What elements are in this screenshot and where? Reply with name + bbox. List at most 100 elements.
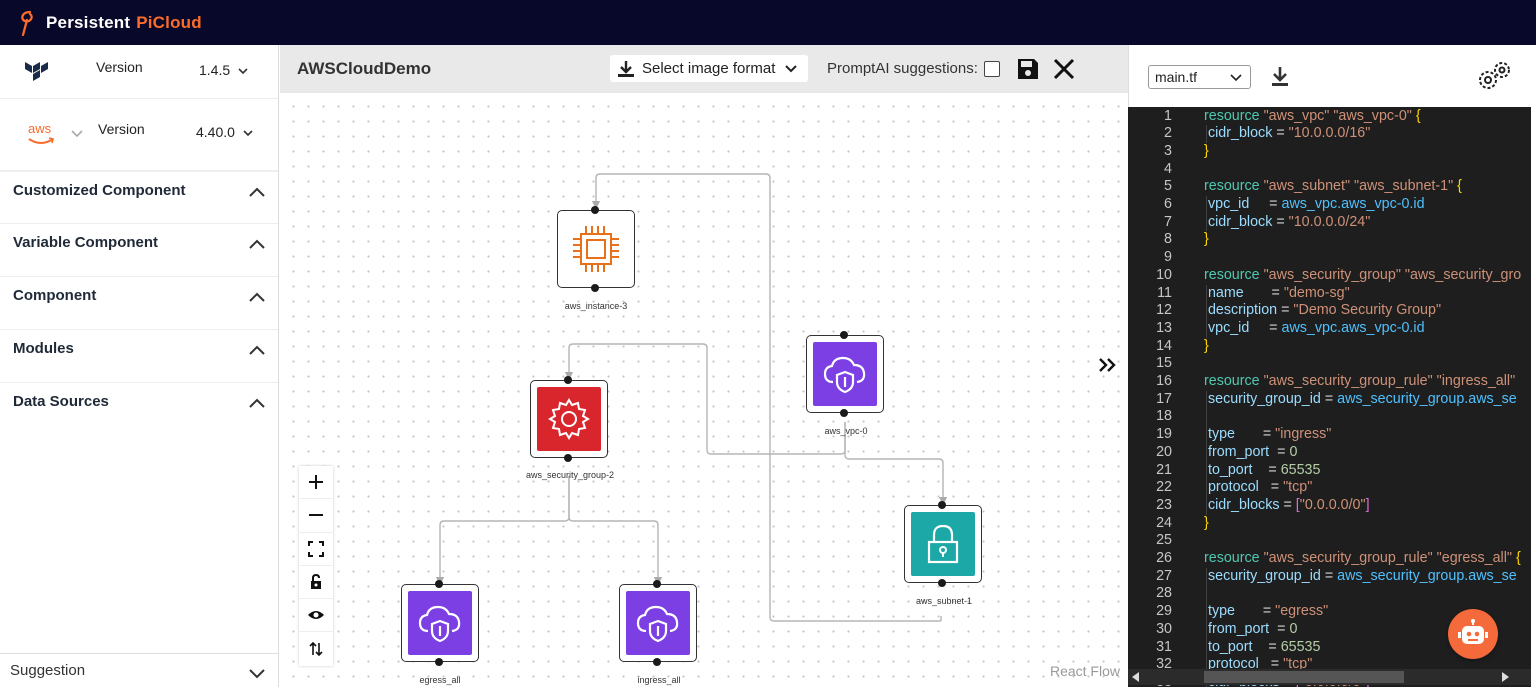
code-text: } — [1204, 231, 1209, 249]
provider-row-aws: aws Version 4.40.0 — [0, 99, 278, 171]
node-handle[interactable] — [564, 376, 572, 384]
node-handle[interactable] — [435, 658, 443, 666]
code-line[interactable]: 21 to_port = 65535 — [1128, 462, 1531, 480]
code-line[interactable]: 11 name = "demo-sg" — [1128, 285, 1531, 303]
preview-button[interactable] — [299, 599, 333, 633]
scroll-thumb[interactable] — [1204, 671, 1404, 683]
section-component[interactable]: Component — [0, 277, 278, 330]
swap-vertical-icon — [309, 641, 323, 657]
code-line[interactable]: 29 type = "egress" — [1128, 603, 1531, 621]
code-line[interactable]: 7 cidr_block = "10.0.0.0/24" — [1128, 214, 1531, 232]
section-variable-component[interactable]: Variable Component — [0, 224, 278, 277]
code-text: to_port = 65535 — [1204, 639, 1321, 657]
code-line[interactable]: 24} — [1128, 515, 1531, 533]
code-line[interactable]: 15 — [1128, 355, 1531, 373]
code-line[interactable]: 28 — [1128, 585, 1531, 603]
node-ingress-all[interactable] — [619, 580, 697, 666]
section-data-sources[interactable]: Data Sources — [0, 383, 278, 436]
node-aws-subnet-1[interactable] — [904, 501, 982, 587]
code-text: security_group_id = aws_security_group.a… — [1204, 391, 1517, 409]
node-aws-instance-3[interactable] — [557, 206, 635, 292]
code-line[interactable]: 3} — [1128, 143, 1531, 161]
node-handle[interactable] — [653, 658, 661, 666]
node-handle[interactable] — [840, 409, 848, 417]
code-line[interactable]: 9 — [1128, 249, 1531, 267]
node-handle[interactable] — [435, 580, 443, 588]
editor-scrollbar[interactable] — [1531, 107, 1536, 687]
section-customized-component[interactable]: Customized Component — [0, 171, 278, 224]
node-handle[interactable] — [938, 501, 946, 509]
double-chevron-right-icon[interactable] — [1097, 355, 1119, 375]
section-modules[interactable]: Modules — [0, 330, 278, 383]
terraform-version-select[interactable]: 1.4.5 — [199, 62, 248, 78]
code-line[interactable]: 23 cidr_blocks = ["0.0.0.0/0"] — [1128, 497, 1531, 515]
node-egress-all[interactable] — [401, 580, 479, 666]
zoom-in-button[interactable] — [299, 466, 333, 500]
node-aws-security-group-2[interactable] — [530, 376, 608, 462]
code-line[interactable]: 19 type = "ingress" — [1128, 426, 1531, 444]
code-line[interactable]: 14} — [1128, 338, 1531, 356]
save-icon[interactable] — [1016, 57, 1040, 81]
chevron-down-icon[interactable] — [70, 127, 84, 141]
line-number: 22 — [1156, 479, 1172, 496]
code-line[interactable]: 8} — [1128, 231, 1531, 249]
node-handle[interactable] — [938, 579, 946, 587]
code-line[interactable]: 18 — [1128, 408, 1531, 426]
code-line[interactable]: 22 protocol = "tcp" — [1128, 479, 1531, 497]
file-select[interactable]: main.tf — [1148, 65, 1251, 89]
node-handle[interactable] — [653, 580, 661, 588]
code-token: "aws_security_group_rule" "egress_all" — [1263, 550, 1516, 566]
code-line[interactable]: 2 cidr_block = "10.0.0.0/16" — [1128, 125, 1531, 143]
scroll-right-icon[interactable] — [1501, 672, 1509, 682]
code-line[interactable]: 20 from_port = 0 — [1128, 444, 1531, 462]
edge-sg-to-ingress — [568, 476, 663, 586]
scroll-left-icon[interactable] — [1132, 672, 1140, 682]
node-handle[interactable] — [591, 284, 599, 292]
code-line[interactable]: 12 description = "Demo Security Group" — [1128, 302, 1531, 320]
code-line[interactable]: 4 — [1128, 161, 1531, 179]
aws-version-select[interactable]: 4.40.0 — [196, 124, 253, 140]
code-line[interactable]: 13 vpc_id = aws_vpc.aws_vpc-0.id — [1128, 320, 1531, 338]
node-handle[interactable] — [564, 454, 572, 462]
suggestion-panel-toggle[interactable]: Suggestion — [0, 653, 279, 687]
code-line[interactable]: 25 — [1128, 532, 1531, 550]
line-number: 2 — [1164, 125, 1172, 142]
zoom-out-button[interactable] — [299, 499, 333, 533]
lock-button[interactable] — [299, 566, 333, 600]
close-icon[interactable] — [1052, 57, 1076, 81]
node-handle[interactable] — [840, 331, 848, 339]
security-group-gear-icon — [537, 387, 601, 451]
layout-toggle-button[interactable] — [299, 632, 333, 665]
diagram-canvas[interactable]: aws_instance-3 aws_vpc-0 aws_security_gr… — [280, 93, 1128, 687]
code-token: = — [1277, 620, 1290, 637]
code-line[interactable]: 17 security_group_id = aws_security_grou… — [1128, 391, 1531, 409]
image-format-label: Select image format — [642, 60, 776, 77]
react-flow-attribution[interactable]: React Flow — [1049, 663, 1120, 679]
chatbot-button[interactable] — [1448, 609, 1498, 659]
line-number: 7 — [1164, 213, 1172, 230]
download-icon[interactable] — [1269, 65, 1291, 89]
node-handle[interactable] — [591, 206, 599, 214]
code-line[interactable]: 32 protocol = "tcp" — [1128, 656, 1531, 674]
terraform-version-label: Version — [96, 59, 143, 75]
settings-gears-icon[interactable] — [1475, 59, 1515, 93]
code-line[interactable]: 27 security_group_id = aws_security_grou… — [1128, 568, 1531, 586]
code-line[interactable]: 31 to_port = 65535 — [1128, 639, 1531, 657]
code-line[interactable]: 30 from_port = 0 — [1128, 621, 1531, 639]
code-line[interactable]: 6 vpc_id = aws_vpc.aws_vpc-0.id — [1128, 196, 1531, 214]
node-aws-vpc-0[interactable] — [806, 331, 884, 417]
image-format-select[interactable]: Select image format — [610, 55, 808, 82]
line-number: 12 — [1156, 302, 1172, 319]
fit-view-button[interactable] — [299, 533, 333, 566]
line-number: 25 — [1156, 532, 1172, 549]
prompt-ai-checkbox[interactable] — [984, 61, 1000, 77]
editor-horizontal-scrollbar[interactable] — [1128, 669, 1531, 685]
